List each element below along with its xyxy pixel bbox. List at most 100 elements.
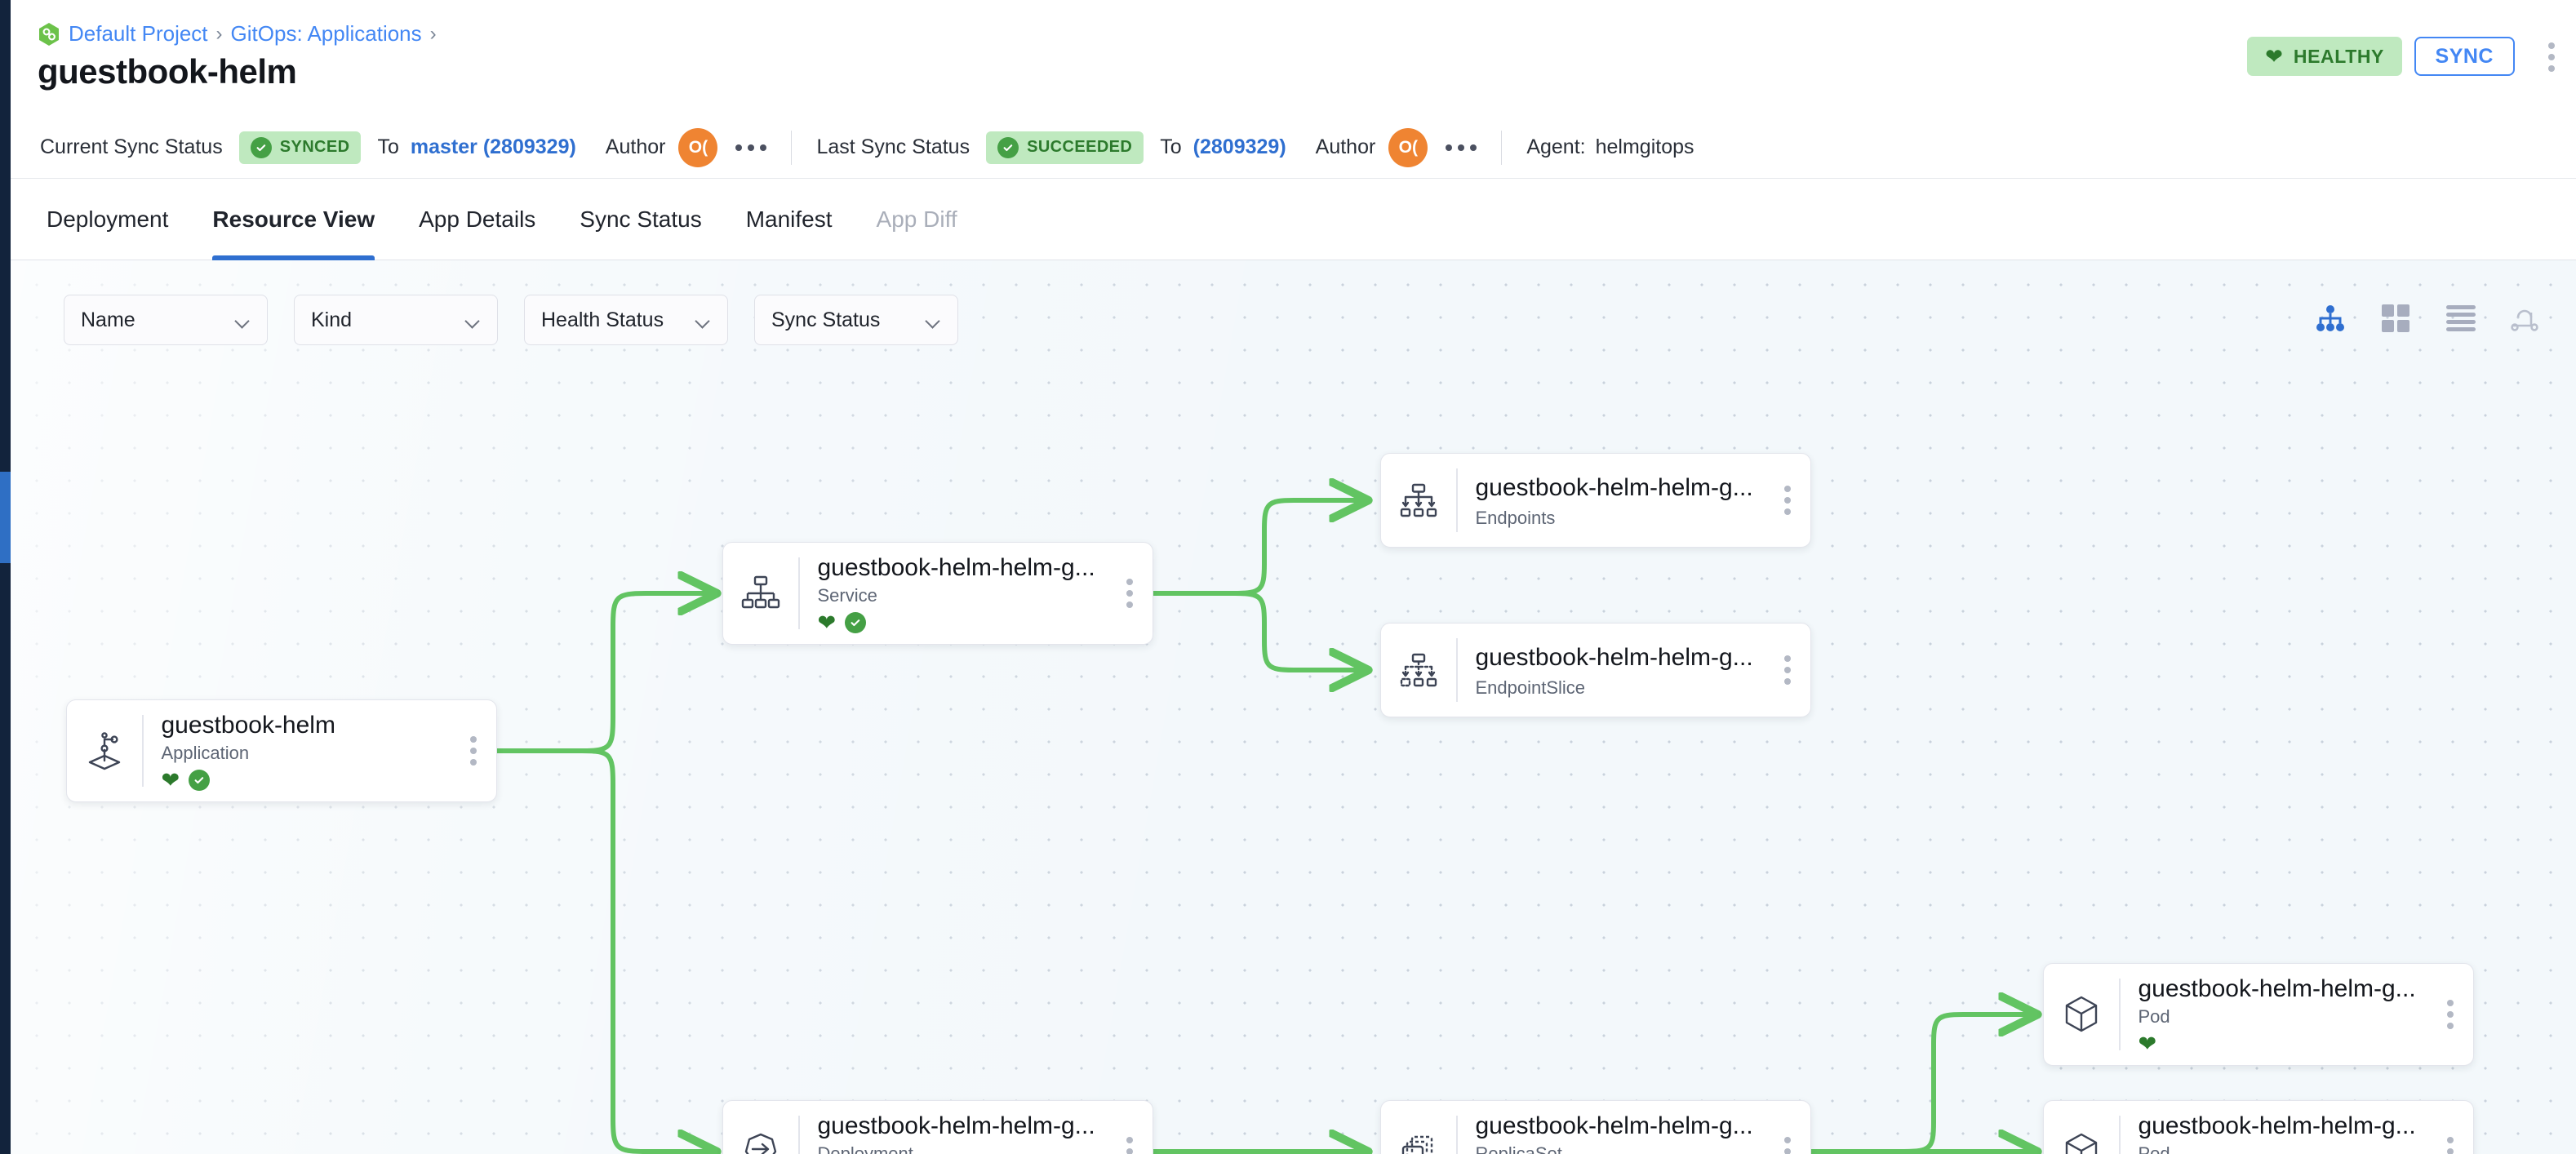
node-more-options[interactable] [2427, 964, 2473, 1065]
deployment-icon [723, 1101, 798, 1154]
agent-info: Agent:helmgitops [1526, 135, 1694, 159]
filter-name[interactable]: Name [64, 295, 268, 345]
endpointslice-icon [1381, 624, 1456, 717]
last-sync-status-chip-label: SUCCEEDED [1027, 138, 1133, 156]
node-more-options-icon[interactable] [1784, 655, 1791, 685]
node-more-options-icon[interactable] [1784, 1137, 1791, 1154]
tab-bar: Deployment Resource View App Details Syn… [11, 179, 2576, 260]
page-header: Default Project › GitOps: Applications ›… [11, 0, 2576, 117]
statusbar-divider-2 [1501, 130, 1503, 165]
node-badges: ❤ [2139, 1032, 2428, 1055]
node-more-options-icon[interactable] [1784, 486, 1791, 515]
graph-node-pod-2[interactable]: guestbook-helm-helm-g... Pod ❤ [2043, 1100, 2474, 1154]
current-author-more-icon[interactable] [735, 144, 767, 151]
node-badges: ❤ [162, 769, 451, 792]
node-kind: Service [817, 584, 877, 606]
breadcrumb-separator: › [215, 22, 223, 45]
node-more-options[interactable] [1107, 1101, 1153, 1154]
node-kind: Endpoints [1475, 507, 1556, 528]
view-mode-toolbar [2313, 301, 2543, 335]
chevron-down-icon [236, 316, 251, 325]
node-name: guestbook-helm-helm-g... [817, 554, 1095, 580]
avatar-2: O( [1388, 127, 1428, 167]
heart-icon: ❤ [2138, 1031, 2157, 1056]
tab-deployment[interactable]: Deployment [47, 206, 169, 232]
node-divider [142, 715, 144, 787]
endpoints-icon [1381, 454, 1456, 547]
current-author-label: Author [605, 135, 666, 158]
node-kind: Pod [2138, 1005, 2170, 1027]
heart-icon: ❤ [817, 610, 837, 635]
graph-node-replicaset[interactable]: guestbook-helm-helm-g... ReplicaSet ❤ [1380, 1100, 1811, 1154]
tree-view-icon[interactable] [2313, 301, 2347, 335]
node-more-options-icon[interactable] [470, 736, 477, 766]
node-name: guestbook-helm-helm-g... [2138, 975, 2416, 1001]
node-divider [1456, 638, 1458, 702]
breadcrumb-separator-2: › [429, 22, 437, 45]
tab-manifest[interactable]: Manifest [745, 206, 833, 232]
graph-node-application[interactable]: guestbook-helm Application ❤ [66, 699, 497, 802]
page-title: guestbook-helm [38, 52, 297, 91]
heart-icon: ❤ [161, 767, 180, 792]
node-more-options[interactable] [1107, 543, 1153, 644]
graph-node-endpoints[interactable]: guestbook-helm-helm-g... Endpoints [1380, 453, 1811, 548]
node-more-options[interactable] [1765, 1101, 1810, 1154]
left-nav-rail-active-indicator [0, 472, 11, 563]
current-sync-status-label: Current Sync Status [40, 135, 223, 158]
node-more-options-icon[interactable] [2447, 1000, 2454, 1029]
service-icon [723, 543, 798, 644]
tab-resource-view[interactable]: Resource View [212, 179, 375, 260]
current-sync-status-chip: SYNCED [238, 131, 362, 164]
breadcrumb-item-gitops-applications[interactable]: GitOps: Applications [230, 21, 422, 46]
synced-check-icon [189, 770, 211, 792]
node-more-options-icon[interactable] [1126, 579, 1133, 608]
graph-node-pod-1[interactable]: guestbook-helm-helm-g... Pod ❤ [2043, 963, 2474, 1066]
graph-node-endpointslice[interactable]: guestbook-helm-helm-g... EndpointSlice [1380, 623, 1811, 717]
last-author-more-icon[interactable] [1446, 144, 1477, 151]
filter-health-status[interactable]: Health Status [524, 295, 728, 345]
node-divider [798, 557, 800, 629]
filter-kind[interactable]: Kind [294, 295, 498, 345]
node-name: guestbook-helm-helm-g... [1475, 644, 1753, 672]
node-more-options-icon[interactable] [1126, 1137, 1133, 1154]
node-body: guestbook-helm-helm-g... EndpointSlice [1458, 624, 1765, 717]
current-revision-link[interactable]: master (2809329) [410, 135, 576, 158]
tab-sync-status[interactable]: Sync Status [580, 206, 702, 232]
node-divider [798, 1116, 800, 1154]
node-more-options[interactable] [451, 700, 496, 801]
node-name: guestbook-helm [161, 712, 335, 738]
node-more-options[interactable] [1765, 454, 1810, 547]
filter-sync-status[interactable]: Sync Status [754, 295, 958, 345]
graph-node-deployment[interactable]: guestbook-helm-helm-g... Deployment ❤ [722, 1100, 1153, 1154]
node-name: guestbook-helm-helm-g... [1475, 1112, 1753, 1138]
node-more-options-icon[interactable] [2447, 1137, 2454, 1154]
graph-node-service[interactable]: guestbook-helm-helm-g... Service ❤ [722, 542, 1153, 645]
grid-view-icon[interactable] [2378, 301, 2413, 335]
agent-value: helmgitops [1595, 135, 1694, 158]
left-nav-rail[interactable] [0, 0, 11, 1154]
statusbar-divider [791, 130, 793, 165]
node-divider [1456, 468, 1458, 532]
node-badges: ❤ [818, 611, 1108, 634]
list-view-icon[interactable] [2444, 301, 2478, 335]
last-author-label: Author [1315, 135, 1376, 158]
node-divider [1456, 1116, 1458, 1154]
filter-kind-label: Kind [311, 308, 353, 331]
filter-bar: Name Kind Health Status Sync Status [64, 295, 958, 345]
check-circle-icon-2 [997, 136, 1019, 158]
node-more-options[interactable] [1765, 624, 1810, 717]
avatar: O( [678, 127, 718, 167]
sync-button[interactable]: SYNC [2414, 37, 2515, 76]
tab-app-details[interactable]: App Details [419, 206, 536, 232]
heart-icon: ❤ [2265, 44, 2283, 69]
network-view-icon[interactable] [2509, 301, 2543, 335]
node-kind: ReplicaSet [1475, 1143, 1562, 1154]
header-more-options-icon[interactable] [2548, 42, 2555, 72]
node-divider [2119, 1116, 2121, 1154]
resource-graph-canvas[interactable]: Name Kind Health Status Sync Status [11, 260, 2576, 1154]
last-sync-status-chip: SUCCEEDED [986, 131, 1144, 164]
last-revision-link[interactable]: (2809329) [1193, 135, 1286, 158]
node-more-options[interactable] [2427, 1101, 2473, 1154]
breadcrumb-item-default-project[interactable]: Default Project [69, 21, 208, 46]
